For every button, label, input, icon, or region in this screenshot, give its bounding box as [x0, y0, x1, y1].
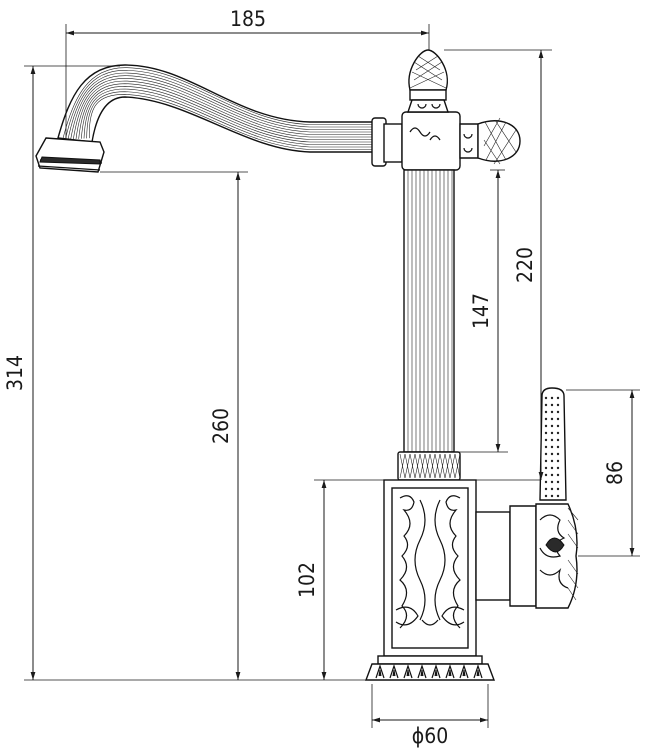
dim-riser-length: 147	[469, 293, 493, 329]
lever-handle	[539, 387, 567, 501]
dim-handle-height: 86	[603, 461, 627, 485]
dim-total-height: 314	[3, 355, 27, 391]
dim-spout-reach: 185	[230, 7, 266, 31]
dimension-labels: 185 314 260 220 147 86 102 ϕ60	[3, 7, 627, 748]
base-foot	[364, 655, 496, 681]
handle-knob	[535, 503, 579, 609]
dimension-lines	[24, 24, 640, 728]
riser-flutes	[407, 170, 453, 452]
side-finial	[459, 117, 521, 165]
dim-base-height: 102	[295, 562, 319, 598]
dim-body-to-top: 220	[513, 247, 537, 283]
spout-hub	[371, 111, 461, 171]
base-body	[383, 479, 477, 657]
foot-ornament	[375, 664, 483, 679]
dim-spout-clearance: 260	[209, 408, 233, 444]
spout-flutes	[62, 67, 378, 150]
lever-texture	[544, 396, 560, 498]
riser-column	[403, 169, 455, 453]
spout	[35, 64, 379, 173]
dim-base-diameter: ϕ60	[412, 724, 449, 748]
top-finial	[407, 49, 449, 113]
collar-knurl	[399, 453, 461, 479]
knurled-collar	[397, 451, 461, 481]
faucet-drawing	[35, 49, 579, 681]
cartridge-housing	[475, 505, 537, 607]
